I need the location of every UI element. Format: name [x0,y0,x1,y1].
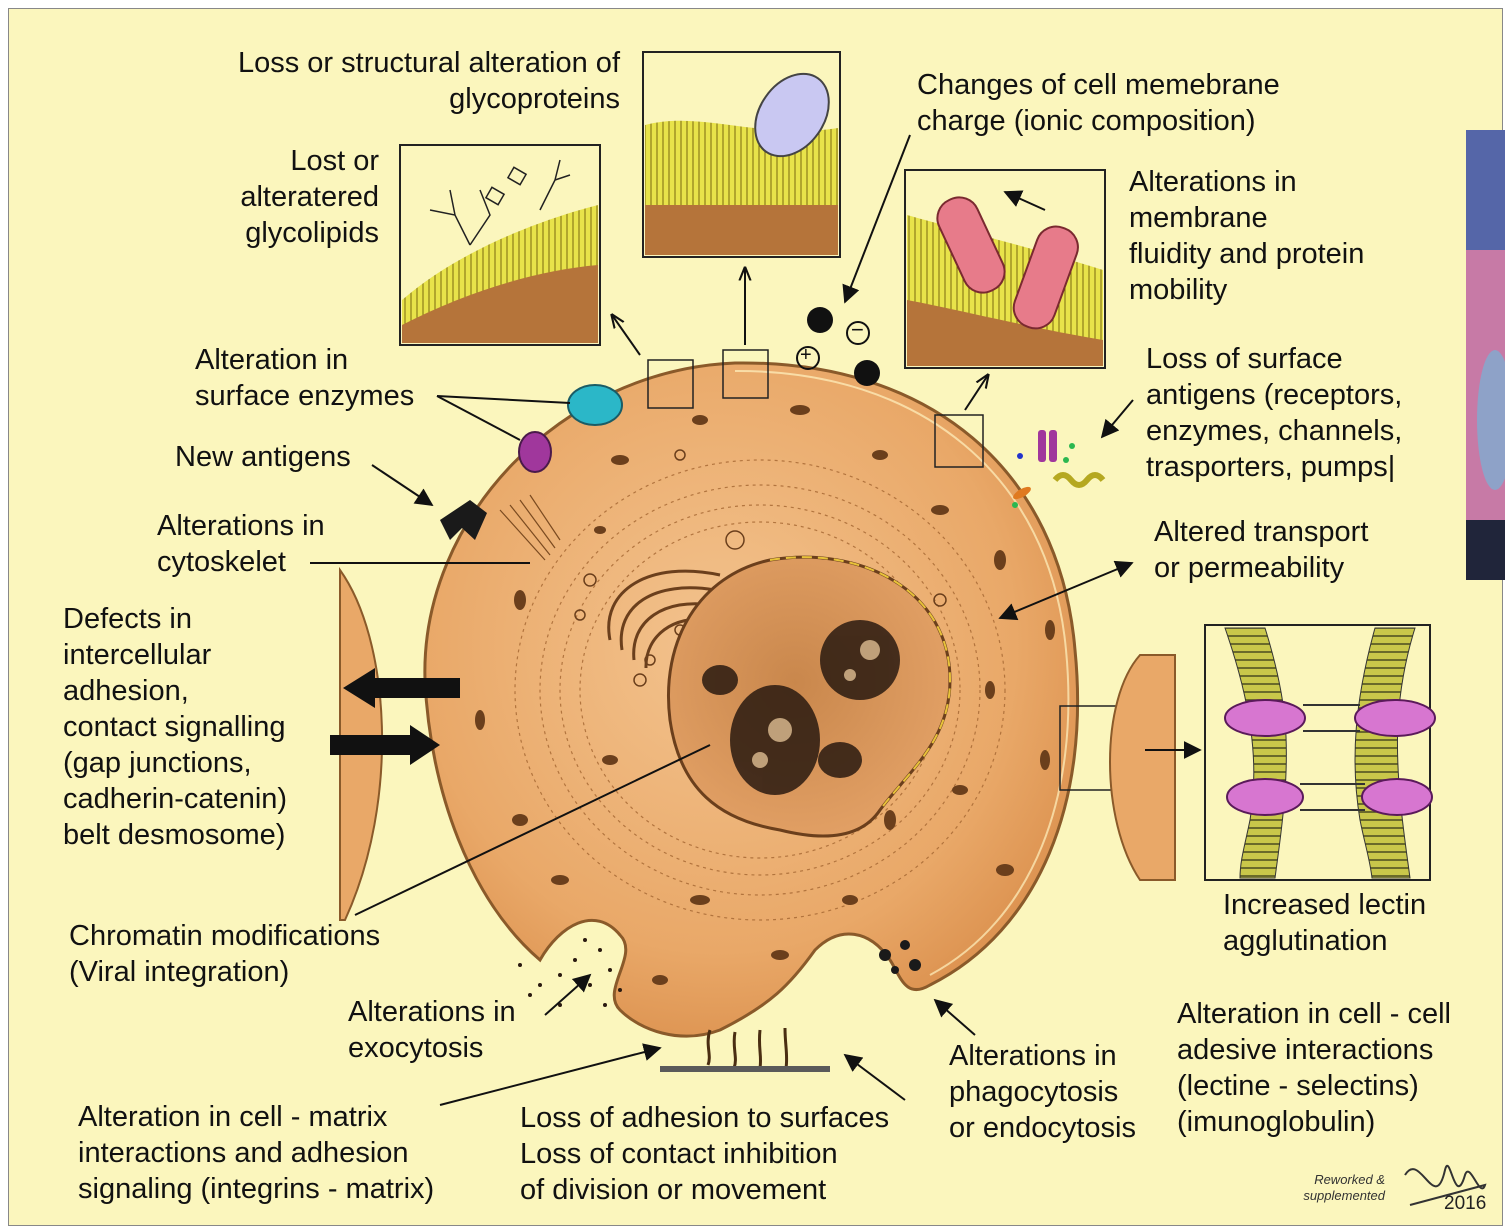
label-membrane-fluidity: Alterations in membrane fluidity and pro… [1129,164,1364,308]
extracellular-matrix [660,1066,830,1072]
label-altered-transport: Altered transport or permeability [1154,514,1368,586]
surface-enzyme-purple [519,432,551,472]
inset-lectin [1205,625,1435,880]
signature-note: Reworked & supplemented [1303,1172,1385,1204]
main-cell [425,363,1078,1072]
inset-glycolipids [400,145,600,345]
label-surface-enzymes: Alteration in surface enzymes [195,342,414,414]
plus-charge-symbol: + [800,343,812,367]
label-cell-cell-interactions: Alteration in cell - cell adesive intera… [1177,996,1451,1140]
neighbor-cell-right [1110,655,1175,880]
label-glycolipids: Lost or alteratered glycolipids [240,143,379,251]
label-lectin-agglutination: Increased lectin agglutination [1223,887,1426,959]
label-cell-matrix-interactions: Alteration in cell - matrix interactions… [78,1099,434,1207]
inset-glycoproteins [643,52,844,257]
label-phagocytosis: Alterations in phagocytosis or endocytos… [949,1038,1136,1146]
label-membrane-charge: Changes of cell memebrane charge (ionic … [917,67,1280,139]
label-exocytosis: Alterations in exocytosis [348,994,516,1066]
integrins [708,1028,787,1068]
inset-fluidity [905,170,1105,368]
label-cytoskelet: Alterations in cytoskelet [157,508,325,580]
signature-year: 2016 [1444,1193,1486,1215]
label-surface-adhesion: Loss of adhesion to surfaces Loss of con… [520,1100,889,1208]
label-surface-antigens: Loss of surface antigens (receptors, enz… [1146,341,1402,485]
label-glycoproteins: Loss or structural alteration of glycopr… [238,45,620,117]
minus-charge-symbol: − [851,318,864,342]
label-chromatin: Chromatin modifications (Viral integrati… [69,918,380,990]
label-adhesion-defects: Defects in intercellular adhesion, conta… [63,601,287,853]
label-new-antigens: New antigens [175,439,351,475]
surface-enzyme-teal [568,385,622,425]
neighbor-tissue-image [1466,130,1505,580]
